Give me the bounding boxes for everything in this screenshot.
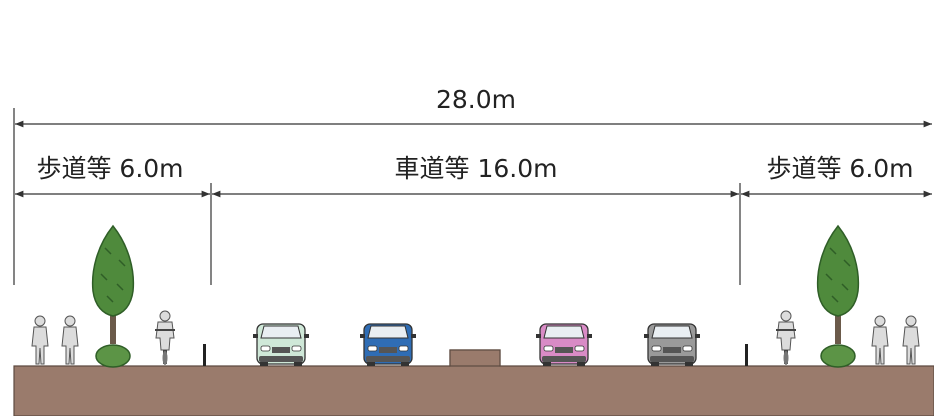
roadway-label: 車道等 16.0m xyxy=(395,154,558,183)
tree-icon xyxy=(816,225,860,368)
cyclist-icon xyxy=(775,310,797,366)
road-ground xyxy=(13,344,934,416)
pedestrian-icon xyxy=(902,315,920,365)
car-icon xyxy=(359,323,417,367)
pedestrian-icon xyxy=(61,315,79,365)
tree-icon xyxy=(91,225,135,368)
cyclist-icon xyxy=(154,310,176,366)
right-sidewalk-label: 歩道等 6.0m xyxy=(766,154,913,183)
curb-post-right xyxy=(745,344,748,366)
curb-post-left xyxy=(203,344,206,366)
car-icon xyxy=(535,323,593,367)
median-strip xyxy=(449,349,501,367)
car-icon xyxy=(252,323,310,367)
total-width-label: 28.0m xyxy=(436,85,516,114)
left-sidewalk-label: 歩道等 6.0m xyxy=(36,154,183,183)
pedestrian-icon xyxy=(871,315,889,365)
pedestrian-icon xyxy=(31,315,49,365)
dimension-lines xyxy=(13,108,932,285)
car-icon xyxy=(643,323,701,367)
